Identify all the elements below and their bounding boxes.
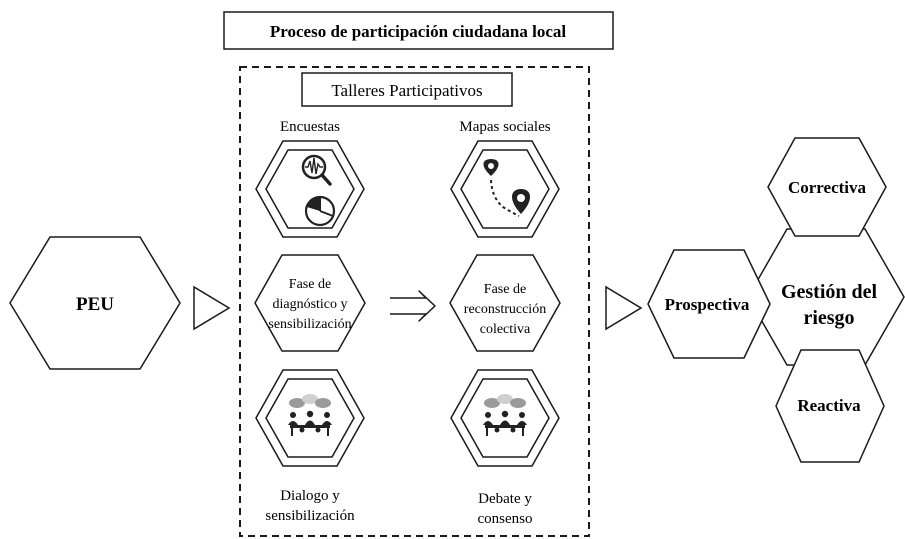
meeting-people-icon xyxy=(483,394,527,436)
peu-hexagon xyxy=(9,236,181,370)
workshops-title-box xyxy=(301,72,513,107)
risk-management-hexagon xyxy=(747,228,905,366)
correctiva-label: Correctiva xyxy=(788,178,867,197)
diagnostic-phase-hexagon xyxy=(254,254,366,352)
maps-hexagon-inner xyxy=(460,149,550,229)
debate-label-line-2: consenso xyxy=(478,511,533,527)
social-maps-label: Mapas sociales xyxy=(459,119,550,135)
arrow-workshops-to-risk xyxy=(605,285,643,331)
debate-label-line-1: Debate y xyxy=(478,491,532,507)
survey-search-chart-icon xyxy=(301,154,336,227)
risk-management-line-2: riesgo xyxy=(803,307,854,329)
dialog-label-line-2: sensibilización xyxy=(265,508,355,524)
workshops-frame xyxy=(239,66,590,537)
reconstruction-phase-line-3: colectiva xyxy=(480,322,531,337)
peu-label: PEU xyxy=(76,294,114,315)
arrow-peu-to-workshops xyxy=(193,285,231,331)
map-pins-route-icon xyxy=(483,159,531,217)
reactiva-label: Reactiva xyxy=(797,396,861,415)
reconstruction-phase-line-2: reconstrucción xyxy=(464,302,546,317)
surveys-label: Encuestas xyxy=(280,119,340,135)
reconstruction-phase-line-1: Fase de xyxy=(484,282,526,297)
diagnostic-phase-line-1: Fase de xyxy=(289,277,331,292)
title-box xyxy=(223,11,614,50)
diagnostic-phase-line-2: diagnóstico y xyxy=(272,297,347,312)
page-title: Proceso de participación ciudadana local xyxy=(270,22,567,41)
workshops-title: Talleres Participativos xyxy=(331,81,482,100)
prospectiva-label: Prospectiva xyxy=(665,295,750,314)
reactiva-hexagon xyxy=(775,349,885,463)
prospectiva-hexagon xyxy=(647,249,771,359)
dialog-label-line-1: Dialogo y xyxy=(280,488,340,504)
risk-management-line-1: Gestión del xyxy=(781,281,878,303)
correctiva-hexagon xyxy=(767,137,887,237)
reconstruction-phase-hexagon xyxy=(449,254,561,352)
meeting-people-icon xyxy=(288,394,332,436)
diagnostic-phase-line-3: sensibilización xyxy=(268,317,351,332)
dialog-hexagon-inner xyxy=(265,378,355,458)
debate-hexagon-inner xyxy=(460,378,550,458)
phase-transition-arrow xyxy=(390,290,436,322)
